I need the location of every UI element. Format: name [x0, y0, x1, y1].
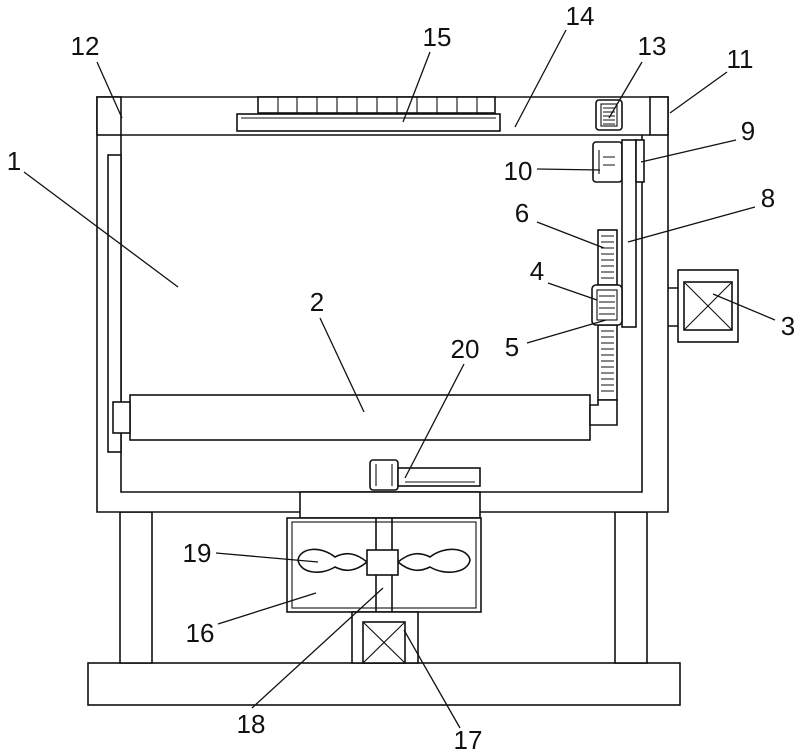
right-corner-block: [650, 97, 668, 135]
callout-19: 19: [183, 538, 212, 568]
right-leg: [615, 512, 647, 663]
callout-2: 2: [310, 287, 324, 317]
left-leg: [120, 512, 152, 663]
outer-housing: [97, 97, 668, 512]
top-gear-block: [596, 100, 622, 130]
roller-left-cap: [113, 402, 130, 433]
left-corner-block: [97, 97, 121, 135]
leader-line-11: [670, 72, 727, 113]
lid-strip: [237, 114, 500, 131]
callout-8: 8: [761, 183, 775, 213]
callout-14: 14: [566, 1, 595, 31]
base-plate: [88, 663, 680, 705]
callout-20: 20: [451, 334, 480, 364]
roller: [130, 395, 590, 440]
rack-lower: [598, 325, 617, 400]
small-motor: [593, 142, 622, 182]
callout-12: 12: [71, 31, 100, 61]
callout-5: 5: [505, 332, 519, 362]
callout-3: 3: [781, 311, 795, 341]
vent-comb: [258, 97, 495, 113]
callout-15: 15: [423, 22, 452, 52]
callout-11: 11: [727, 44, 754, 74]
callout-16: 16: [186, 618, 215, 648]
fan-hub: [367, 550, 398, 575]
callout-10: 10: [504, 156, 533, 186]
side-motor: [668, 270, 738, 342]
callout-17: 17: [454, 725, 483, 755]
neck-platform: [300, 492, 480, 518]
vertical-rail: [622, 140, 636, 327]
callout-9: 9: [741, 116, 755, 146]
drive-gear: [592, 285, 622, 325]
callout-1: 1: [7, 146, 21, 176]
callout-6: 6: [515, 198, 529, 228]
rack-upper: [598, 230, 617, 285]
callout-13: 13: [638, 31, 667, 61]
callout-4: 4: [530, 256, 544, 286]
callout-18: 18: [237, 709, 266, 739]
